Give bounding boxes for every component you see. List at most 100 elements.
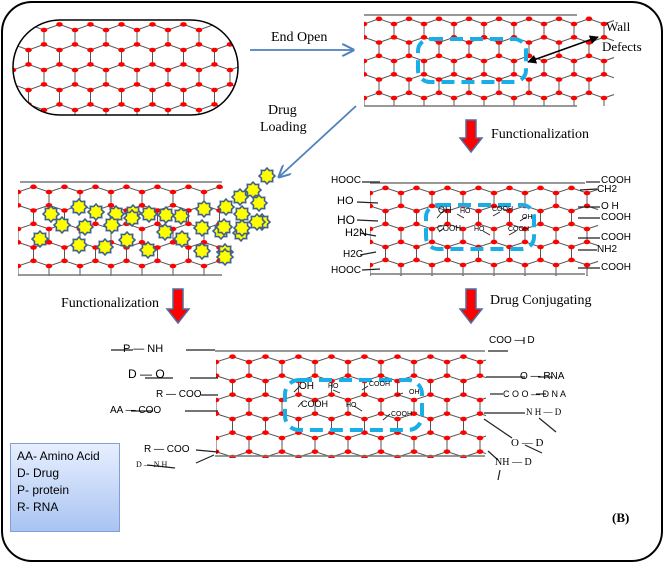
defect-group-label: COOH: [508, 226, 529, 233]
drug-molecule: [247, 212, 267, 232]
carbon-atom: [169, 203, 177, 208]
carbon-atom: [364, 72, 368, 77]
carbon-atom: [258, 108, 265, 113]
carbon-atom: [397, 190, 405, 196]
carbon-atom: [361, 416, 368, 422]
carbon-atom: [247, 282, 254, 287]
carbon-atom: [344, 359, 352, 365]
carbon-atom: [211, 62, 218, 67]
carbon-atom: [616, 91, 623, 96]
carbon-atom: [370, 190, 374, 196]
carbon-atom: [410, 373, 418, 378]
carbon-atom: [459, 190, 467, 196]
carbon-atom: [376, 114, 383, 119]
carbon-atom: [413, 208, 420, 214]
carbon-atom: [56, 87, 63, 93]
carbon-atom: [459, 226, 467, 232]
carbon-atom: [444, 474, 451, 479]
carbon-atom: [476, 373, 484, 378]
carbon-atom: [13, 42, 17, 47]
conjugated-tube-lattice: [196, 354, 533, 479]
carbon-atom: [273, 62, 280, 67]
carbon-atom: [600, 58, 608, 64]
carbon-atom: [506, 221, 513, 227]
carbon-atom: [41, 122, 48, 127]
carbon-atom: [76, 189, 84, 195]
carbon-atom: [631, 22, 638, 27]
lattice-bond: [355, 278, 619, 283]
drug-molecule: [69, 197, 89, 217]
carbon-atom: [195, 82, 203, 87]
carbon-atom: [164, 27, 172, 33]
carbon-atom: [492, 275, 496, 276]
carbon-atom: [444, 208, 451, 214]
carbon-atom: [0, 102, 1, 107]
carbon-atom: [361, 354, 368, 359]
carbon-atom: [397, 226, 405, 232]
carbon-atom: [540, 72, 548, 77]
carbon-atom: [526, 430, 533, 435]
carbon-atom: [185, 184, 192, 190]
carbon-atom: [30, 282, 37, 287]
carbon-atom: [506, 185, 513, 191]
carbon-atom: [0, 48, 1, 53]
conjugate-label-nh-d: N H — D: [526, 407, 562, 417]
carbon-atom: [216, 373, 220, 378]
carbon-atom: [40, 82, 48, 87]
carbon-atom: [0, 128, 1, 133]
carbon-atom: [630, 258, 637, 263]
abbreviation-legend: AA- Amino Acid D- Drug P- protein R- RNA: [10, 443, 120, 532]
carbon-atom: [311, 373, 319, 378]
carbon-atom: [646, 91, 653, 96]
carbon-atom: [180, 22, 187, 27]
drug-molecule: [30, 229, 50, 249]
carbon-atom: [370, 239, 374, 245]
drug-molecule: [215, 247, 235, 267]
carbon-atom: [496, 114, 503, 119]
carbon-atom: [61, 282, 68, 287]
carbon-atom: [436, 114, 443, 119]
carbon-atom: [361, 430, 368, 435]
carbon-atom: [525, 16, 533, 22]
carbon-atom: [568, 185, 575, 191]
carbon-atom: [583, 262, 591, 268]
carbon-atom: [493, 468, 500, 473]
carbon-atom: [601, 109, 608, 114]
carbon-atom: [526, 354, 533, 359]
carbon-atom: [196, 354, 203, 359]
carbon-atom: [133, 67, 141, 73]
carbon-atom: [430, 275, 434, 276]
drug-molecule: [192, 241, 212, 261]
lattice-bond: [349, 111, 634, 116]
legend-item: P- protein: [17, 483, 70, 497]
carbon-atom: [102, 42, 110, 47]
group-label: O H: [601, 201, 619, 212]
carbon-atom: [180, 47, 187, 53]
carbon-atom: [361, 392, 368, 397]
carbon-atom: [245, 411, 253, 416]
carbon-atom: [336, 227, 343, 232]
carbon-atom: [107, 189, 115, 195]
carbon-atom: [0, 88, 1, 93]
carbon-atom: [295, 354, 302, 359]
carbon-atom: [420, 58, 428, 64]
conjugate-label-o-d: O — D: [511, 437, 544, 449]
drug-molecule: [194, 199, 214, 219]
carbon-atom: [475, 221, 482, 227]
carbon-atom: [537, 185, 544, 191]
carbon-atom: [216, 435, 220, 441]
carbon-atom: [378, 474, 385, 479]
drug-molecule: [117, 230, 137, 250]
carbon-atom: [0, 62, 1, 67]
carbon-atom: [377, 411, 385, 416]
drug-molecule: [75, 217, 95, 237]
carbon-atom: [370, 203, 374, 209]
capped-nanotube-outline: [12, 19, 239, 116]
carbon-atom: [521, 239, 529, 245]
carbon-atom: [495, 53, 503, 59]
carbon-atom: [510, 58, 518, 64]
carbon-atom: [364, 95, 368, 101]
carbon-atom: [476, 359, 484, 365]
carbon-atom: [295, 392, 302, 397]
carbon-atom: [450, 95, 458, 101]
